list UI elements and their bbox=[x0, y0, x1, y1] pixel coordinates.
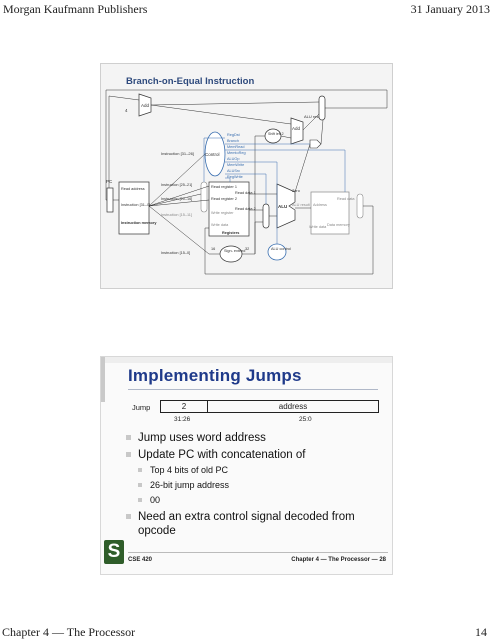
address-label: Address bbox=[313, 203, 327, 207]
alu-control-label: ALU control bbox=[271, 247, 291, 251]
instr-15-11-label: Instruction [15–11] bbox=[161, 213, 192, 217]
header-date: 31 January 2013 bbox=[410, 2, 490, 16]
instr-25-21-label: Instruction [25–21] bbox=[161, 183, 192, 187]
instruction-label: Instruction [31–0] bbox=[121, 203, 150, 207]
ctrl-regdst: RegDst bbox=[227, 133, 241, 137]
course-code: CSE 420 bbox=[128, 557, 153, 563]
read-data2-label: Read data 2 bbox=[235, 207, 256, 211]
alusrc-mux bbox=[262, 203, 270, 229]
alu-result-label: ALU result bbox=[304, 114, 324, 119]
write-data-label: Write data bbox=[211, 223, 229, 227]
jump-address-field: address bbox=[278, 402, 308, 411]
control-signals: RegDst Branch MemRead MemtoReg ALUOp Mem… bbox=[227, 133, 246, 179]
datapath-wires bbox=[105, 89, 388, 275]
alu-result2-label: ALU result bbox=[292, 203, 311, 207]
pc-register bbox=[106, 187, 114, 213]
main-alu bbox=[276, 183, 296, 229]
slide-chapter-footer: Chapter 4 — The Processor — 28 bbox=[291, 557, 386, 563]
branch-adder bbox=[290, 117, 304, 145]
data-memory bbox=[310, 191, 350, 235]
jump-opcode-field: 2 bbox=[161, 401, 208, 412]
write-data2-label: Write data bbox=[309, 225, 327, 229]
read-reg1-label: Read register 1 bbox=[211, 185, 237, 189]
publisher-name: Morgan Kaufmann Publishers bbox=[3, 2, 148, 16]
add-mid-label: Add bbox=[292, 126, 301, 131]
read-reg2-label: Read register 2 bbox=[211, 197, 237, 201]
pc-adder bbox=[138, 93, 152, 117]
registers-label: Registers bbox=[222, 231, 239, 235]
data-memory-label: Data memory bbox=[327, 223, 350, 227]
sub-bullet-item: 00 bbox=[126, 495, 386, 506]
instruction-memory-label: Instruction memory bbox=[121, 221, 157, 225]
sixteen-label: 16 bbox=[211, 247, 215, 251]
read-address-label: Read address bbox=[121, 187, 145, 191]
chapter-title: Chapter 4 — The Processor bbox=[2, 625, 136, 639]
regdst-mux bbox=[200, 181, 208, 213]
sub-bullet-item: Top 4 bits of old PC bbox=[126, 465, 386, 476]
and-gate bbox=[309, 139, 322, 149]
slide-title: Implementing Jumps bbox=[128, 366, 302, 385]
title-divider bbox=[128, 389, 378, 390]
zero-label: Zero bbox=[292, 189, 300, 193]
sign-extend-label: Sign- extend bbox=[224, 249, 245, 253]
ctrl-alusrc: ALUSrc bbox=[227, 169, 240, 173]
opcode-bit-range: 31:26 bbox=[174, 416, 191, 423]
shift-left-label: Shift left 2 bbox=[268, 132, 284, 136]
slide-top-band bbox=[101, 357, 392, 363]
sub-bullet-item: 26-bit jump address bbox=[126, 480, 386, 491]
read-data1-label: Read data 1 bbox=[235, 191, 256, 195]
instr-31-26-label: Instruction [31–26] bbox=[161, 151, 194, 156]
ctrl-memread: MemRead bbox=[227, 145, 245, 149]
instr-15-0-label: Instruction [15–0] bbox=[161, 251, 190, 255]
slide-branch-on-equal: Branch-on-Equal Instruction Add 4 Add AL… bbox=[100, 63, 393, 289]
bullet-item: Update PC with concatenation of bbox=[126, 448, 386, 462]
jump-format-table: 2 address bbox=[160, 400, 379, 413]
ctrl-memwrite: MemWrite bbox=[227, 163, 244, 167]
ctrl-regwrite: RegWrite bbox=[227, 175, 243, 179]
control-wires bbox=[203, 137, 346, 244]
datapath-diagram: Add 4 Add ALU result Shift left 2 Contro… bbox=[105, 89, 388, 275]
slide-accent-bar bbox=[101, 357, 105, 402]
jump-format-label: Jump bbox=[132, 403, 151, 412]
instr-20-16-label: Instruction [20–16] bbox=[161, 197, 192, 201]
add-top-label: Add bbox=[141, 103, 150, 108]
page-number: 14 bbox=[475, 625, 487, 639]
four-label: 4 bbox=[125, 108, 128, 113]
register-file bbox=[208, 181, 250, 237]
university-logo: S bbox=[104, 540, 124, 564]
slide-implementing-jumps: Implementing Jumps Jump 2 address 31:26 … bbox=[100, 356, 393, 575]
pc-mux bbox=[318, 95, 326, 121]
bullet-list: Jump uses word address Update PC with co… bbox=[126, 431, 386, 541]
instruction-memory bbox=[118, 181, 150, 235]
footer-divider bbox=[128, 552, 388, 553]
ctrl-branch: Branch bbox=[227, 139, 239, 143]
thirtytwo-label: 32 bbox=[245, 247, 249, 251]
bullet-item: Jump uses word address bbox=[126, 431, 386, 445]
page-footer: Chapter 4 — The Processor 14 bbox=[0, 625, 495, 640]
ctrl-memtoreg: MemtoReg bbox=[227, 151, 246, 155]
address-bit-range: 25:0 bbox=[299, 416, 312, 423]
slide-footer: S CSE 420 Chapter 4 — The Processor — 28 bbox=[101, 540, 392, 574]
read-data-label: Read data bbox=[337, 197, 355, 201]
slide-title: Branch-on-Equal Instruction bbox=[126, 76, 255, 87]
write-reg-label: Write register bbox=[211, 211, 234, 215]
alu-label: ALU bbox=[278, 204, 287, 209]
control-label: Control bbox=[205, 152, 220, 157]
pc-label: PC bbox=[106, 179, 113, 184]
memtoreg-mux bbox=[356, 193, 364, 219]
ctrl-aluop: ALUOp bbox=[227, 157, 239, 161]
page-header: Morgan Kaufmann Publishers 31 January 20… bbox=[0, 0, 495, 20]
bullet-item: Need an extra control signal decoded fro… bbox=[126, 510, 386, 538]
